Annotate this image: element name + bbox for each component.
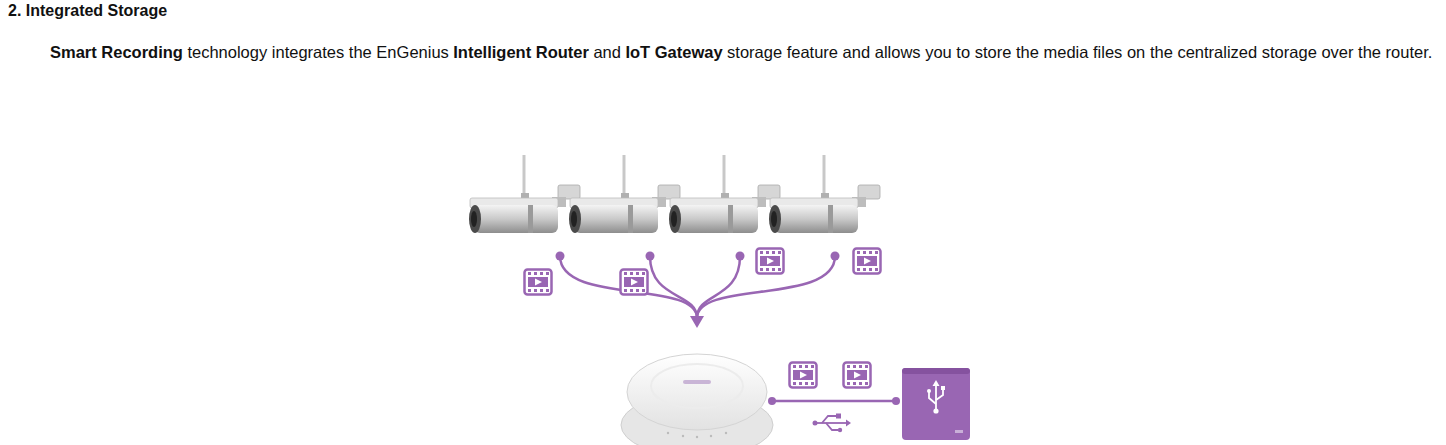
arrow-head bbox=[690, 316, 704, 328]
body-text: technology integrates the EnGenius bbox=[187, 43, 448, 61]
camera bbox=[469, 155, 580, 233]
bold-term: IoT Gateway bbox=[625, 43, 722, 61]
cameras bbox=[469, 155, 880, 233]
body-text: storage feature and allows you to store … bbox=[727, 43, 1432, 61]
router bbox=[621, 354, 773, 445]
body-text: and bbox=[593, 43, 621, 61]
camera bbox=[769, 155, 880, 233]
usb-link bbox=[768, 397, 900, 432]
body-paragraph: Smart Recordingtechnology integrates the… bbox=[8, 32, 1438, 72]
section-heading: 2. Integrated Storage bbox=[8, 0, 167, 22]
camera bbox=[669, 155, 780, 233]
usb-symbol bbox=[816, 416, 846, 430]
stream-lines bbox=[560, 256, 835, 318]
usb-storage bbox=[902, 368, 970, 440]
stream-dots bbox=[556, 252, 840, 329]
bold-term: Smart Recording bbox=[50, 43, 183, 61]
camera bbox=[569, 155, 680, 233]
bold-term: Intelligent Router bbox=[453, 43, 589, 61]
